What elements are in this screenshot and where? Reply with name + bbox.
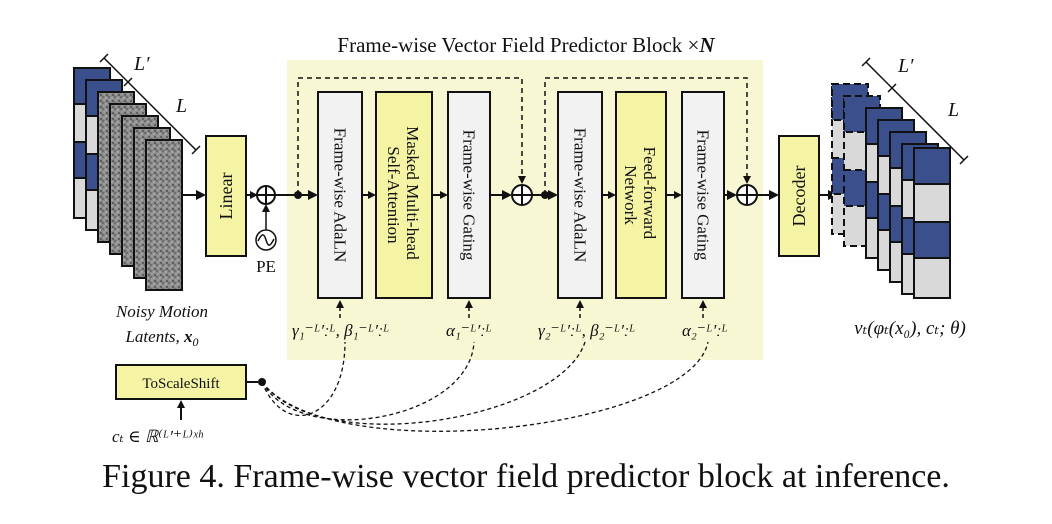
block2-gate-param: α₂⁻ᴸ′ːᴸ (682, 321, 728, 340)
input-label-line1: Noisy Motion (115, 302, 208, 321)
input-label-line2: Latents, x0 (124, 327, 198, 349)
gating-1-label: Frame-wise Gating (460, 130, 479, 261)
input-dim-lprime: L′ (133, 53, 150, 75)
gating-2-label: Frame-wise Gating (694, 130, 713, 261)
output-label: vₜ(φₜ(x₀), cₜ; θ) (854, 318, 966, 339)
block-title: Frame-wise Vector Field Predictor Block … (337, 33, 715, 57)
input-dim-l: L (175, 95, 187, 117)
adaln-1-label: Frame-wise AdaLN (331, 128, 350, 263)
block1-scale-shift-params: γ₁⁻ᴸ′ːᴸ, β₁⁻ᴸ′ːᴸ (292, 321, 389, 340)
sine-wave-icon (255, 229, 277, 251)
output-dim-lprime: L′ (897, 55, 914, 77)
masked-self-attention (375, 91, 433, 299)
residual-add-1-icon (511, 184, 533, 206)
attention-label: Masked Multi-head Self-Attention (384, 126, 422, 264)
output-latent-stack (831, 57, 969, 299)
gating-2 (681, 91, 725, 299)
block1-gate-param: α₁⁻ᴸ′ːᴸ (446, 321, 492, 340)
pe-add-icon (256, 185, 276, 205)
adaln-2-label: Frame-wise AdaLN (571, 128, 590, 263)
adaln-2 (557, 91, 603, 299)
pe-label: PE (256, 257, 276, 276)
output-dim-l: L (947, 99, 959, 121)
residual-add-2-icon (736, 184, 758, 206)
block2-scale-shift-params: γ₂⁻ᴸ′ːᴸ, β₂⁻ᴸ′ːᴸ (538, 321, 635, 340)
decoder-label: Decoder (789, 166, 809, 227)
toscaleshift-label: ToScaleShift (142, 376, 220, 392)
condition-label: cₜ ∈ ℝ⁽ᴸ′⁺ᴸ⁾ˣʰ (112, 427, 204, 446)
conditioning-paths (261, 341, 709, 432)
decoder (778, 135, 820, 257)
figure-caption: Figure 4. Frame-wise vector field predic… (102, 458, 950, 495)
adaln-1 (317, 91, 363, 299)
ffn-label: Feed-forward Network (621, 147, 659, 244)
input-latent-stack (73, 53, 201, 291)
feed-forward-network (615, 91, 667, 299)
linear-label: Linear (216, 173, 236, 220)
linear-layer (205, 135, 247, 257)
